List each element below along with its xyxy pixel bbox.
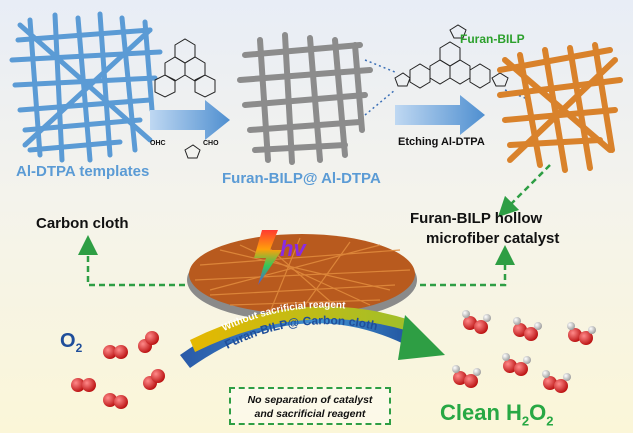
note-line-2: and sacrificial reagent	[254, 408, 366, 420]
etching-label: Etching Al-DTPA	[398, 136, 485, 148]
arrow-to-catalyst	[497, 164, 551, 218]
linker-name-label: Furan-BILP	[460, 32, 525, 46]
arrow-to-carbon-cloth	[78, 235, 195, 287]
catalyst-label-line1: Furan-BILP hollow	[410, 210, 543, 227]
note-line-1: No separation of catalyst	[247, 394, 373, 406]
hv-label: hv	[280, 236, 306, 261]
triamine-structure	[154, 38, 216, 98]
catalyst-rod-bundle	[497, 42, 623, 173]
template-rod-bundle	[9, 11, 163, 163]
intermediate-label: Furan-BILP@ Al-DTPA	[222, 170, 381, 187]
clean-h2o2-label: Clean H2O2	[440, 400, 554, 429]
cho-right-label: CHO	[203, 140, 219, 147]
h2o2-molecules	[452, 310, 596, 393]
process-arrow-1	[150, 100, 230, 140]
templates-label: Al-DTPA templates	[16, 163, 150, 180]
catalyst-label-line2: microfiber catalyst	[426, 230, 560, 247]
carbon-cloth-label: Carbon cloth	[36, 215, 129, 232]
flow-arc-head	[398, 315, 445, 360]
arrow-to-microfiber	[410, 245, 515, 287]
flow-arc-yellow	[190, 306, 410, 352]
no-separation-note: No separation of catalyst and sacrificia…	[229, 387, 391, 425]
light-bolt-icon	[254, 230, 282, 285]
o2-molecules	[71, 331, 165, 409]
process-arrow-2	[395, 95, 485, 135]
intermediate-rod-bundle	[237, 32, 373, 165]
carbon-cloth-disk	[187, 234, 417, 322]
furan-bilp-structure	[394, 24, 509, 89]
furan-dialdehyde-structure	[184, 144, 201, 159]
o2-label: O2	[60, 330, 83, 355]
cho-left-label: OHC	[150, 140, 166, 147]
